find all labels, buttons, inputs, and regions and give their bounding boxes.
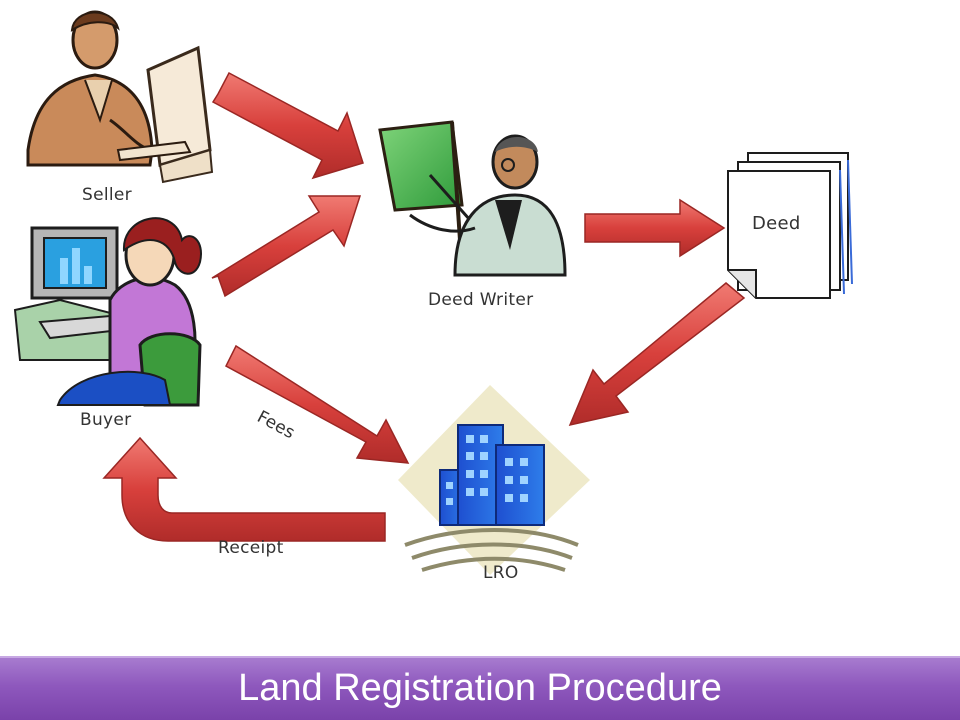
title-bar — [0, 656, 960, 720]
lro-label: LRO — [483, 563, 519, 583]
arrow-lro-to-buyer-receipt — [102, 436, 386, 542]
lro-building-illustration — [398, 385, 590, 575]
deed-label: Deed — [752, 213, 801, 234]
buyer-label: Buyer — [80, 410, 132, 430]
deed-writer-illustration — [378, 120, 567, 277]
arrow-buyer-to-deedwriter — [211, 195, 362, 298]
arrow-buyer-to-lro-fees — [225, 344, 410, 464]
arrow-deedwriter-to-deed — [584, 198, 726, 258]
deed-document-stack — [727, 152, 853, 299]
arrow-seller-to-deedwriter — [211, 71, 364, 180]
diagram-title: Land Registration Procedure — [238, 667, 722, 709]
seller-label: Seller — [82, 185, 132, 205]
buyer-illustration — [13, 217, 202, 407]
seller-illustration — [26, 10, 214, 184]
arrow-deed-to-lro — [568, 282, 746, 427]
deed-writer-label: Deed Writer — [428, 290, 534, 310]
receipt-edge-label: Receipt — [218, 538, 284, 558]
